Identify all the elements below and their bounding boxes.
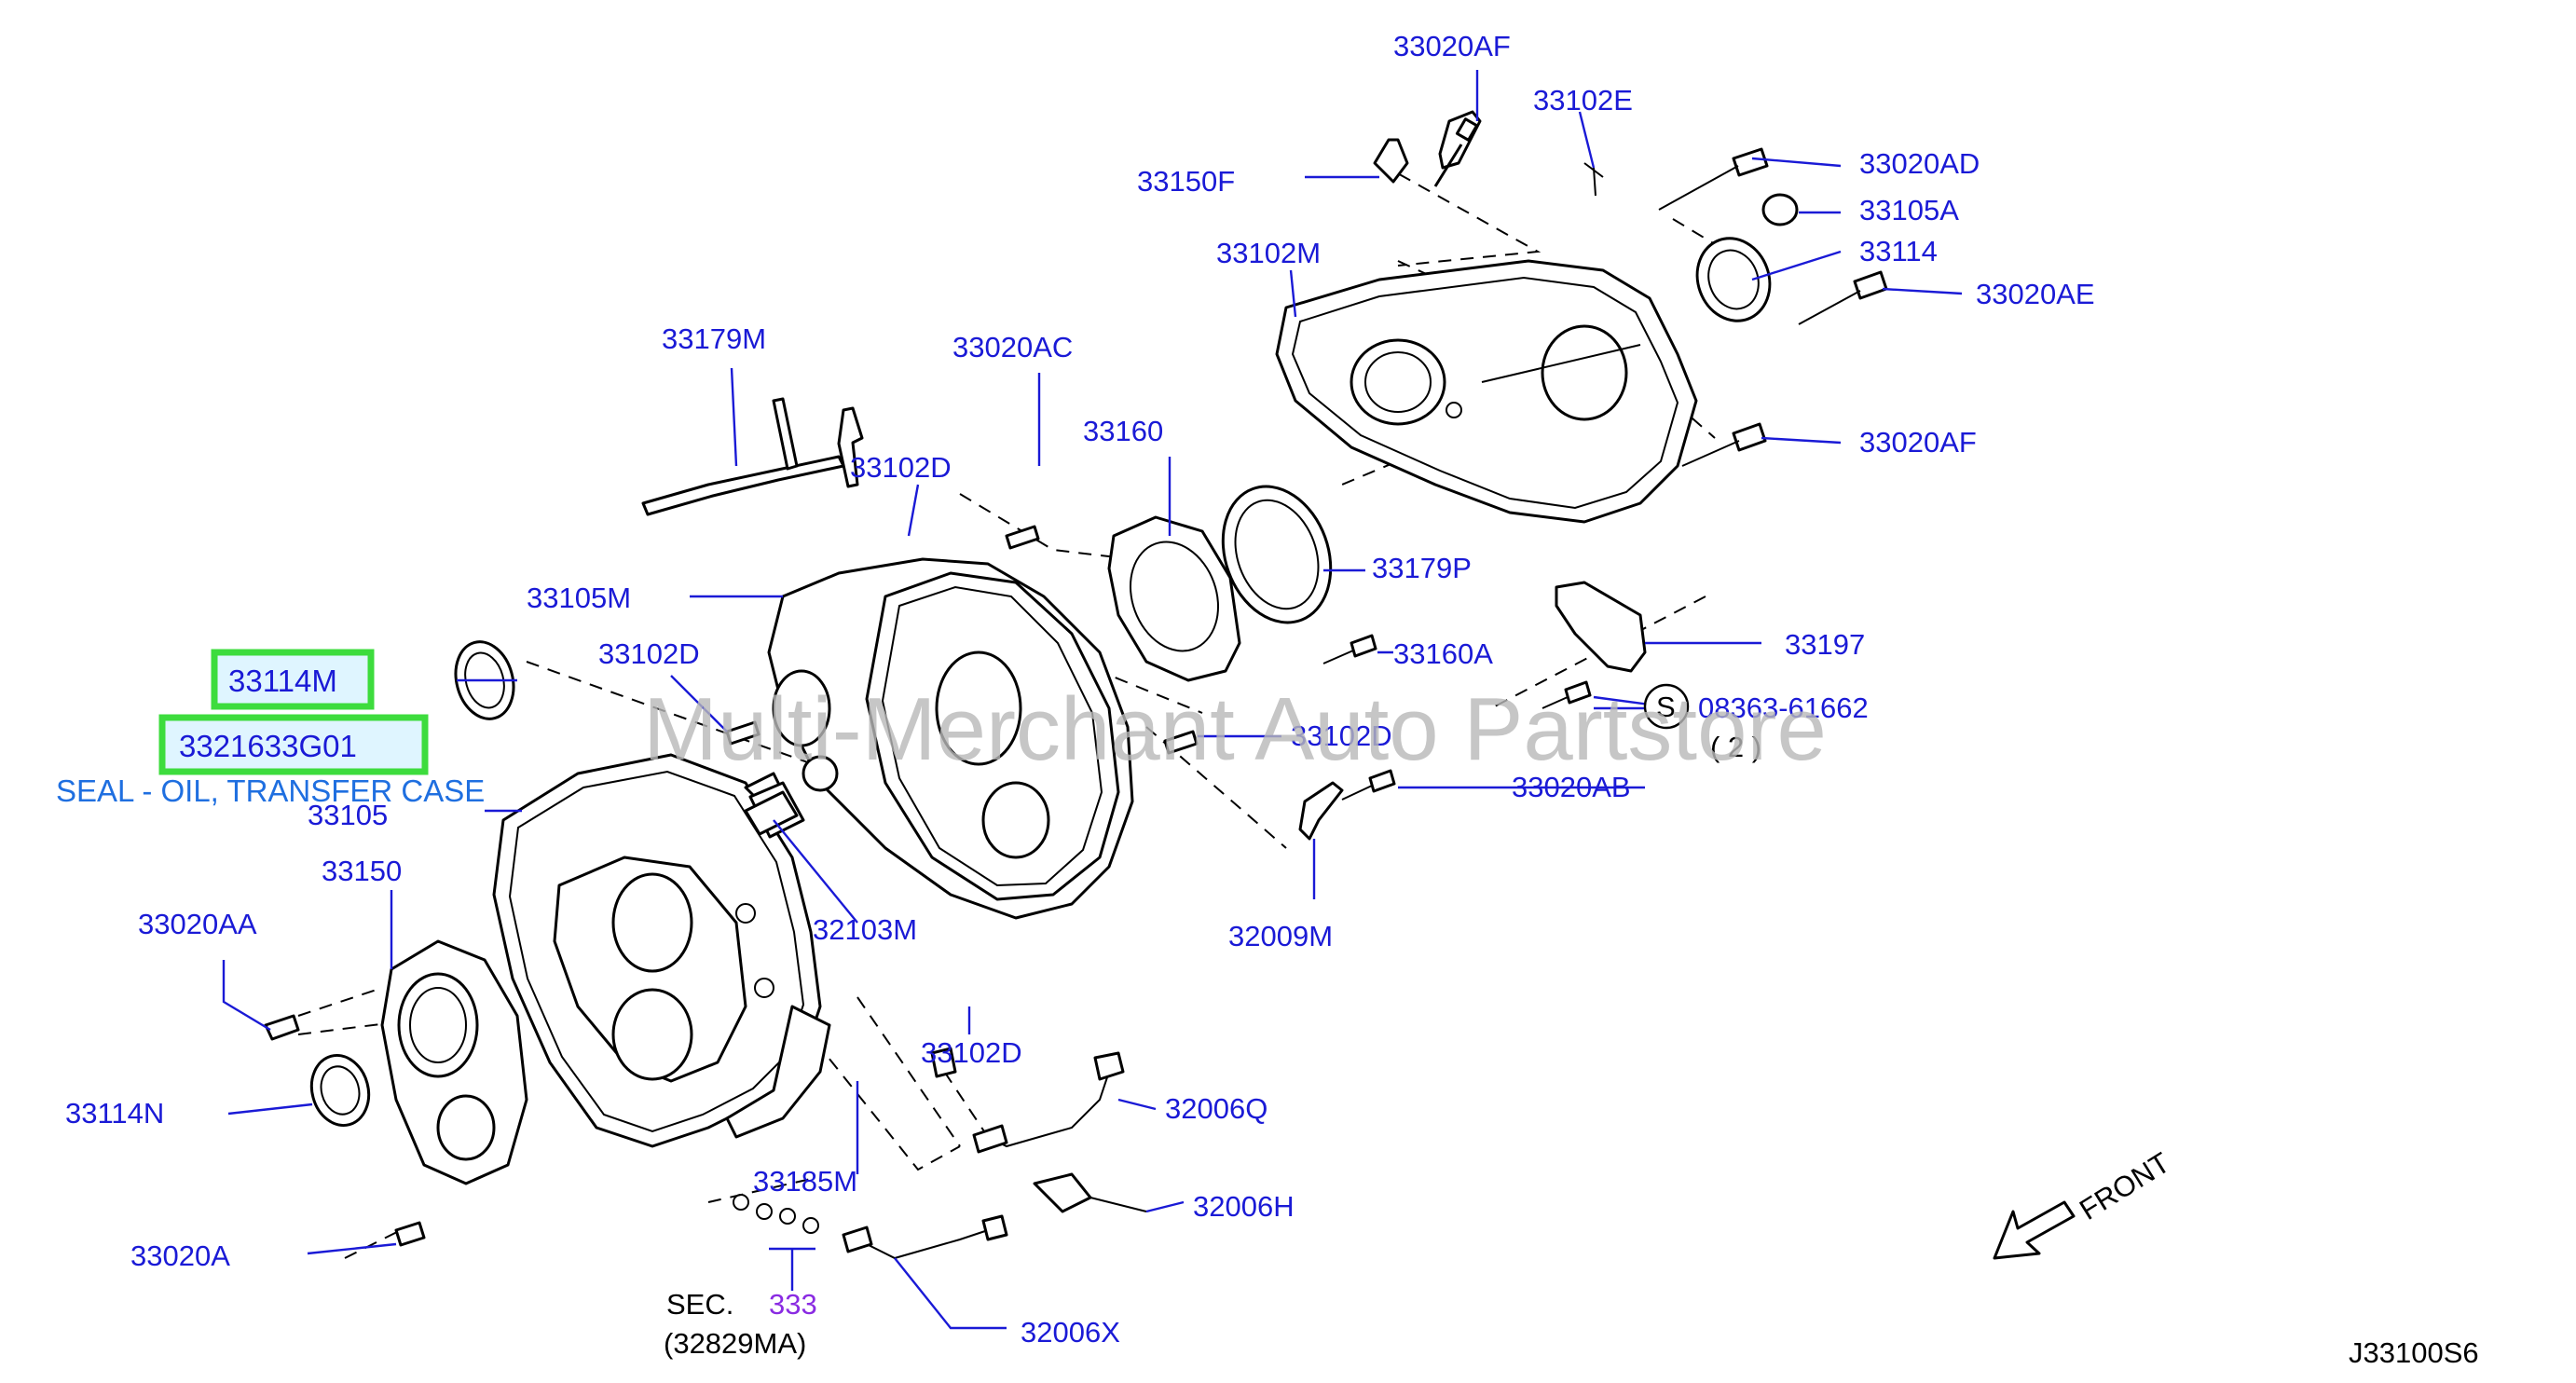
label-32006x[interactable]: 32006X [1021, 1316, 1120, 1349]
front-cover-33150 [380, 939, 528, 1185]
cover-33197 [1555, 581, 1647, 673]
special-bolt-symbol: S [1656, 691, 1676, 723]
retainer-33160 [1107, 515, 1241, 682]
selected-number-box [158, 714, 429, 775]
special-bolt-callout: S 08363-61662 ( 2 ) [1643, 683, 1869, 763]
label-33114n[interactable]: 33114N [65, 1097, 164, 1130]
bracket-32009m [1298, 781, 1344, 841]
label-33020af-mid[interactable]: 33020AF [1859, 426, 1977, 459]
middle-parts [725, 485, 1647, 841]
front-arrow-icon [1993, 1200, 2076, 1260]
cap-33105a [1761, 193, 1799, 226]
label-33020ab[interactable]: 33020AB [1512, 771, 1631, 803]
sensors [733, 1051, 1147, 1260]
selected-part-number[interactable]: 3321633G01 [179, 729, 357, 763]
label-33020af-top[interactable]: 33020AF [1393, 30, 1511, 62]
bracket-33020af [1438, 110, 1482, 170]
label-33105m[interactable]: 33105M [527, 582, 631, 614]
label-33020a[interactable]: 33020A [130, 1239, 230, 1272]
label-32103m[interactable]: 32103M [813, 913, 917, 946]
selected-part-ref[interactable]: 33114M [228, 664, 337, 698]
label-33102d-1[interactable]: 33102D [850, 451, 952, 484]
adapter-case-33105m [767, 557, 1134, 920]
bushing-33185m [930, 1047, 957, 1078]
label-33020ad[interactable]: 33020AD [1859, 147, 1980, 180]
label-33102d-4[interactable]: 33102D [921, 1036, 1022, 1069]
label-33185m[interactable]: 33185M [753, 1165, 857, 1198]
ring-33179p [1221, 485, 1333, 624]
special-bolt-number[interactable]: 08363-61662 [1698, 692, 1869, 724]
label-33020aa[interactable]: 33020AA [138, 908, 257, 940]
label-33020ac[interactable]: 33020AC [952, 331, 1073, 363]
label-33150[interactable]: 33150 [322, 855, 402, 887]
plug-32103m [744, 790, 799, 836]
seal-33114n [309, 1053, 371, 1128]
front-direction-indicator: FRONT [1993, 1146, 2175, 1260]
shift-fork-33179m [641, 397, 864, 516]
label-33150f[interactable]: 33150F [1137, 165, 1235, 198]
sensor-32006h [1033, 1172, 1092, 1213]
lower-bolts [264, 1014, 957, 1247]
label-33179m[interactable]: 33179M [662, 322, 766, 355]
label-33020ae[interactable]: 33020AE [1976, 278, 2095, 310]
leader-lines [222, 70, 1963, 1330]
label-33197[interactable]: 33197 [1785, 628, 1865, 661]
label-33179p[interactable]: 33179P [1372, 552, 1472, 584]
selected-part-callout: 33114M 3321633G01 SEAL - OIL, TRANSFER C… [56, 649, 485, 808]
section-number-link[interactable]: 333 [769, 1288, 817, 1321]
label-33160a[interactable]: 33160A [1393, 637, 1493, 670]
label-33105a[interactable]: 33105A [1859, 194, 1959, 226]
front-label: FRONT [2074, 1146, 2175, 1226]
part-labels: 33020AF 33102E 33150F 33020AD 33105A 331… [65, 30, 2095, 1349]
diagram-code: J33100S6 [2349, 1336, 2479, 1369]
selected-part-description: SEAL - OIL, TRANSFER CASE [56, 774, 485, 808]
label-33102d-2[interactable]: 33102D [598, 637, 700, 670]
section-prefix: SEC. [666, 1288, 733, 1321]
seal-33114 [1695, 237, 1772, 322]
special-bolt-qty: ( 2 ) [1710, 731, 1761, 763]
label-33102d-3[interactable]: 33102D [1291, 719, 1392, 752]
label-32006h[interactable]: 32006H [1193, 1190, 1295, 1223]
special-bolt-symbol-circle [1643, 683, 1690, 730]
label-32006q[interactable]: 32006Q [1165, 1092, 1267, 1125]
section-subref: (32829MA) [664, 1327, 806, 1360]
label-33102m[interactable]: 33102M [1216, 237, 1321, 269]
label-33160[interactable]: 33160 [1083, 415, 1163, 447]
clip-33150f [1373, 138, 1409, 184]
selected-ref-box [211, 649, 375, 710]
front-case-33105 [492, 753, 831, 1148]
label-33105[interactable]: 33105 [308, 799, 388, 831]
watermark: Multi-Merchant Auto Partstore [643, 679, 1827, 779]
rear-case-housing [1275, 259, 1698, 524]
label-33114[interactable]: 33114 [1859, 235, 1938, 267]
label-32009m[interactable]: 32009M [1228, 920, 1333, 952]
section-reference: SEC. 333 (32829MA) [664, 1247, 817, 1360]
top-small-parts [1373, 110, 1888, 467]
label-33102e[interactable]: 33102E [1533, 84, 1633, 116]
